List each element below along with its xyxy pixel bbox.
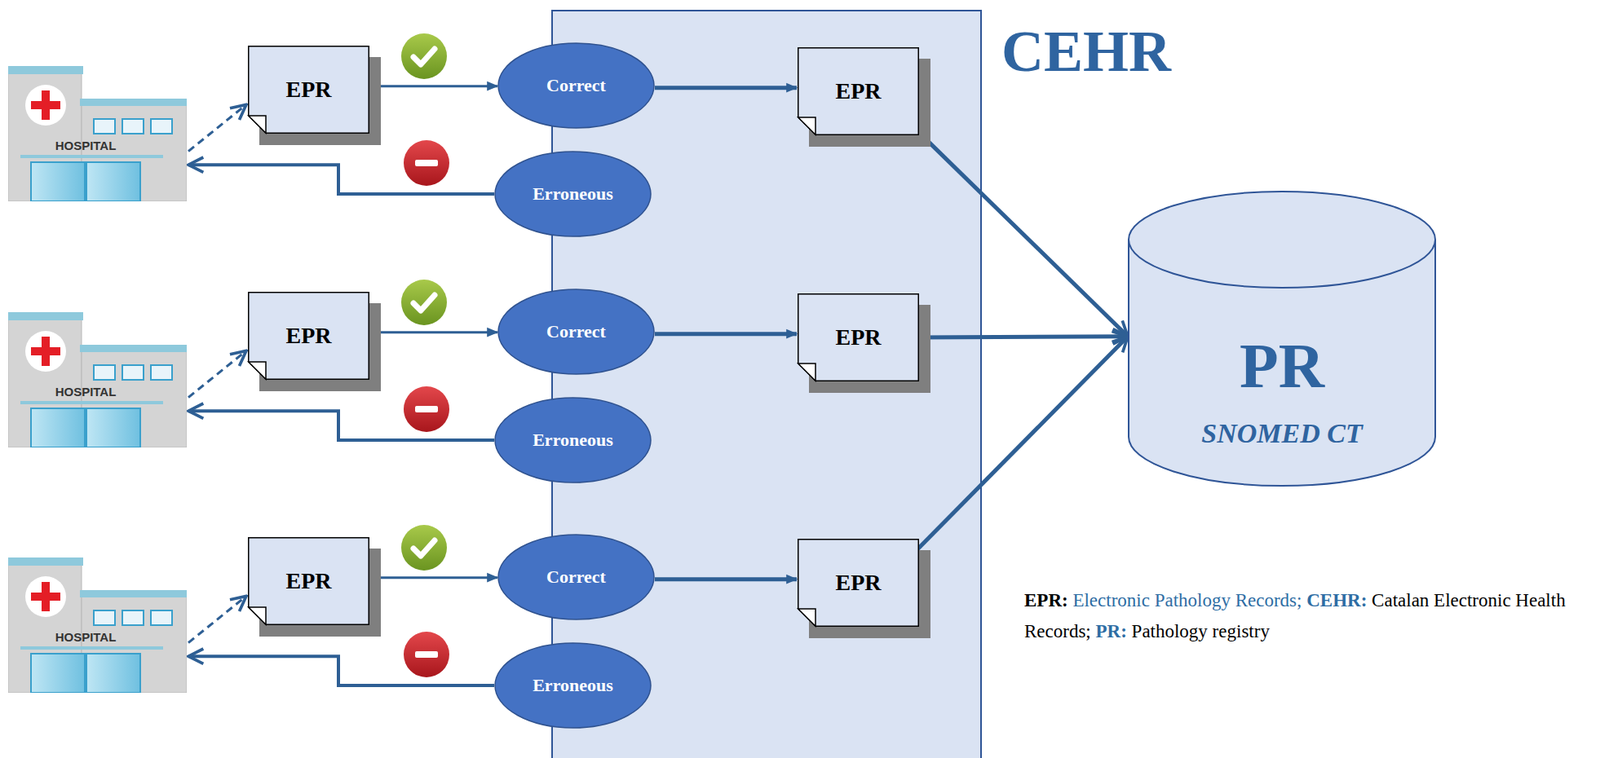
hospital-node: HOSPITAL bbox=[8, 66, 187, 202]
registry-subtitle: SNOMED CT bbox=[1201, 417, 1362, 451]
node-label: Correct bbox=[546, 567, 606, 588]
abbreviation-meaning: Electronic Pathology Records; bbox=[1072, 590, 1302, 611]
node-label: EPR bbox=[286, 323, 332, 350]
node-label: Correct bbox=[546, 322, 606, 342]
node-label: Erroneous bbox=[532, 184, 614, 204]
flow-arrow bbox=[917, 336, 1128, 338]
document-fold bbox=[248, 607, 266, 625]
minus-icon bbox=[403, 386, 450, 433]
node-label: Erroneous bbox=[532, 430, 614, 451]
ellipse-shape bbox=[498, 289, 655, 375]
node-label: HOSPITAL bbox=[55, 384, 117, 400]
registry-cylinder: PR SNOMED CT bbox=[1127, 190, 1437, 487]
abbreviation: CEHR: bbox=[1306, 590, 1367, 611]
hospital-node: HOSPITAL bbox=[8, 312, 187, 448]
node-label: EPR bbox=[286, 77, 332, 103]
dashed-arrow bbox=[188, 596, 247, 643]
document-fold bbox=[798, 117, 816, 135]
node-label: Correct bbox=[546, 75, 606, 96]
node-label: HOSPITAL bbox=[55, 630, 117, 646]
node-label: Erroneous bbox=[532, 676, 614, 696]
document-page bbox=[798, 48, 920, 136]
minus-icon bbox=[403, 632, 450, 678]
document-page bbox=[798, 539, 920, 628]
panel-title: CEHR bbox=[1001, 22, 1172, 81]
flow-arrow bbox=[917, 131, 1128, 337]
hospital-icon bbox=[8, 66, 187, 202]
ellipse-shape bbox=[498, 43, 655, 129]
abbreviation-note: EPR:Electronic Pathology Records;CEHR:Ca… bbox=[1024, 585, 1596, 648]
document-fold bbox=[248, 362, 266, 380]
dashed-arrow bbox=[188, 350, 247, 398]
ellipse-shape bbox=[495, 397, 651, 483]
node-label: EPR bbox=[835, 325, 882, 351]
dashed-arrow bbox=[188, 104, 247, 151]
flow-arrow bbox=[370, 331, 498, 334]
document-page bbox=[248, 46, 370, 134]
flow-arrow bbox=[917, 336, 1128, 550]
record-document: EPR bbox=[797, 293, 920, 382]
cylinder-top bbox=[1128, 191, 1436, 288]
node-label: EPR bbox=[286, 569, 332, 595]
abbreviation: PR: bbox=[1096, 621, 1128, 642]
document-fold bbox=[798, 609, 816, 627]
ellipse-shape bbox=[498, 534, 655, 620]
validation-ellipse: Correct bbox=[497, 42, 655, 129]
validation-ellipse: Correct bbox=[497, 288, 655, 376]
validation-ellipse: Erroneous bbox=[494, 397, 652, 484]
node-label: EPR bbox=[835, 79, 882, 105]
flow-arrow bbox=[188, 164, 495, 195]
record-document: EPR bbox=[247, 291, 370, 381]
check-icon bbox=[401, 525, 447, 571]
document-page bbox=[248, 292, 370, 381]
document-page bbox=[798, 294, 920, 382]
validation-ellipse: Correct bbox=[497, 534, 655, 621]
document-fold bbox=[248, 115, 266, 133]
node-label: HOSPITAL bbox=[55, 138, 117, 154]
abbreviation: EPR: bbox=[1024, 590, 1069, 611]
flow-arrow bbox=[188, 656, 495, 686]
check-icon bbox=[401, 279, 447, 326]
document-fold bbox=[798, 363, 816, 381]
document-page bbox=[248, 538, 370, 626]
hospital-node: HOSPITAL bbox=[8, 557, 187, 694]
minus-icon bbox=[403, 140, 450, 186]
flow-arrow bbox=[370, 84, 498, 88]
hospital-icon bbox=[8, 312, 187, 448]
record-document: EPR bbox=[797, 539, 920, 628]
system-panel: CEHRCorrectErroneousEPRCorrectErroneousE… bbox=[551, 9, 982, 758]
flow-arrow bbox=[188, 411, 495, 441]
registry-title: PR bbox=[1239, 331, 1325, 402]
abbreviation-meaning: Pathology registry bbox=[1131, 621, 1270, 642]
flow-arrow bbox=[654, 85, 797, 90]
validation-ellipse: Erroneous bbox=[494, 642, 652, 730]
flow-arrow bbox=[654, 577, 797, 582]
record-document: EPR bbox=[247, 45, 370, 134]
flow-arrow bbox=[654, 331, 797, 336]
check-icon bbox=[401, 33, 447, 80]
record-document: EPR bbox=[797, 47, 920, 136]
record-document: EPR bbox=[247, 537, 370, 626]
ellipse-shape bbox=[495, 643, 651, 729]
validation-ellipse: Erroneous bbox=[494, 150, 652, 238]
ellipse-shape bbox=[495, 151, 651, 237]
node-label: EPR bbox=[835, 570, 882, 597]
flow-arrow bbox=[370, 576, 498, 580]
hospital-icon bbox=[8, 557, 187, 694]
